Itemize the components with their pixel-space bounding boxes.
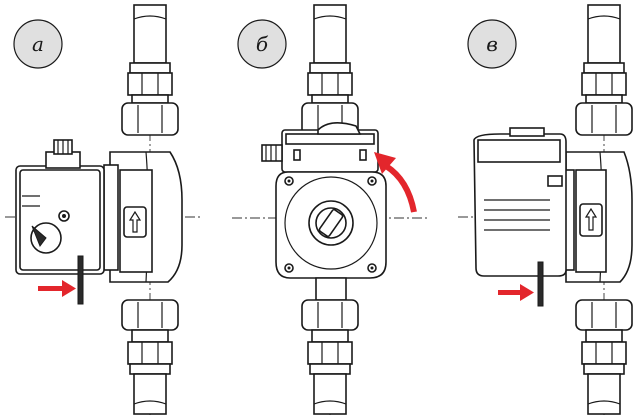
panel-c: в (458, 4, 633, 415)
panel-b: б (232, 4, 430, 415)
pump-housing-front-b (275, 171, 387, 301)
motor-a (15, 139, 105, 305)
panel-label-b: б (256, 32, 269, 56)
lower-pipe-b (301, 299, 359, 415)
upper-pipe-a (121, 4, 179, 136)
upper-pipe-b (301, 4, 359, 136)
label-badge-c: в (467, 19, 517, 69)
panel-label-c: в (486, 32, 498, 56)
label-badge-b: б (237, 19, 287, 69)
label-badge-a: а (13, 19, 63, 69)
upper-pipe-c (575, 4, 633, 136)
panel-label-a: а (32, 32, 44, 56)
insert-arrow-icon (498, 284, 534, 301)
motor-c (473, 127, 567, 307)
lower-pipe-a (121, 299, 179, 415)
flow-arrow-icon (38, 280, 76, 297)
lower-pipe-c (575, 299, 633, 415)
panel-a: а (5, 4, 200, 415)
terminal-box-b (261, 122, 379, 173)
pump-body-c (559, 151, 633, 283)
rotate-arrow-icon (374, 152, 417, 213)
pump-body-a (103, 151, 183, 283)
